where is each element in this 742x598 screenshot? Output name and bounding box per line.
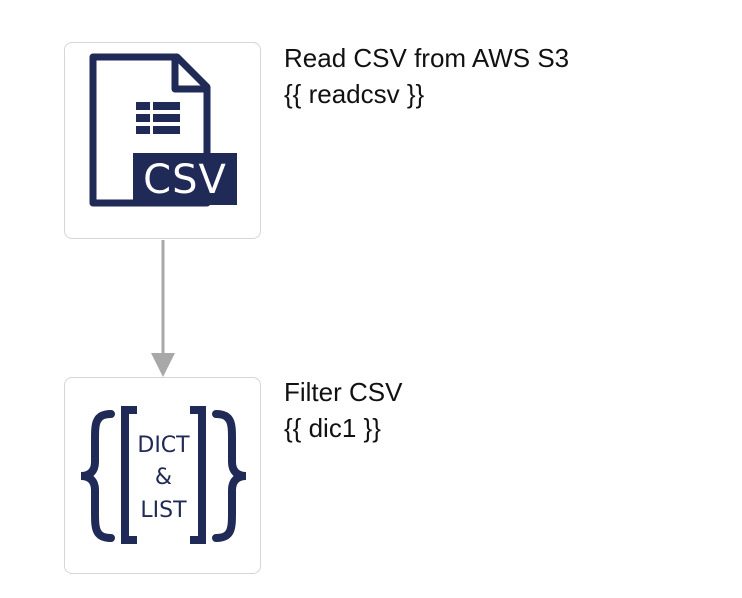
node-title: Read CSV from AWS S3 [284,43,570,73]
node-read-csv[interactable]: CSV [64,42,261,239]
node-title: Filter CSV [284,377,403,407]
right-brace-icon [212,410,247,542]
csv-badge-text: CSV [143,157,227,203]
left-brace-icon [80,410,115,542]
ampersand-text: & [155,465,172,490]
dict-text: DICT [137,433,190,458]
csv-badge [133,153,237,205]
list-text: LIST [140,498,187,523]
csv-file-icon: CSV [89,53,237,207]
left-bracket-icon [121,406,137,544]
connector-arrow [151,240,175,377]
node-filter-csv[interactable]: DICT & LIST [64,377,261,574]
node-filter-csv-label: Filter CSV {{ dic1 }} [284,374,402,446]
arrow-head-icon [151,353,175,377]
table-glyph [136,102,180,134]
right-bracket-icon [190,406,206,544]
node-variable: {{ readcsv }} [284,79,425,109]
dict-list-icon: DICT & LIST [80,406,247,544]
node-read-csv-label: Read CSV from AWS S3 {{ readcsv }} [284,40,569,112]
node-variable: {{ dic1 }} [284,413,381,443]
